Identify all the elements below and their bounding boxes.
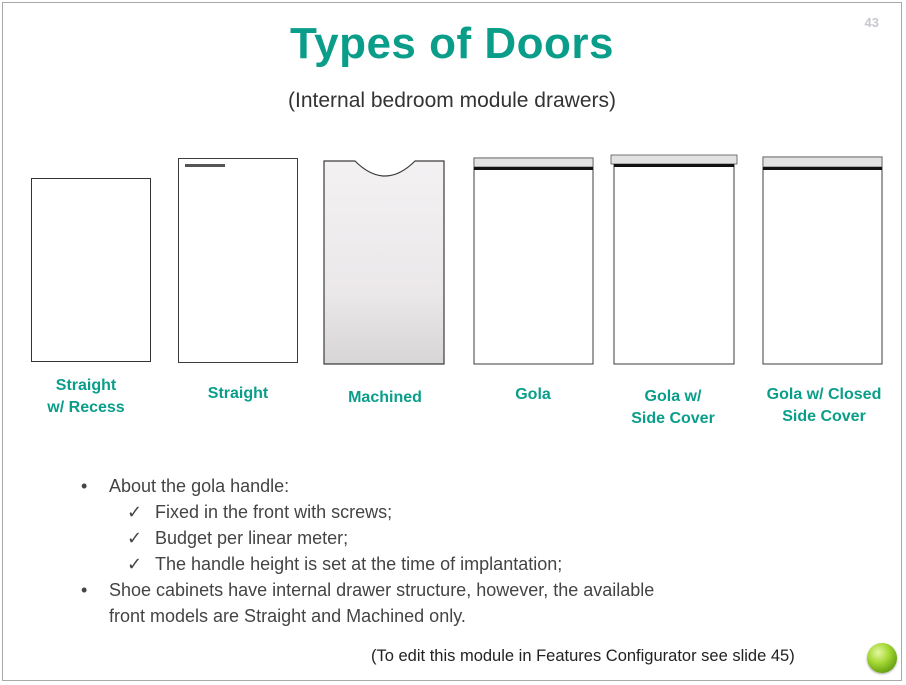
bullet-icon: •: [81, 476, 88, 496]
bullet-icon: •: [81, 580, 88, 600]
slide-subtitle: (Internal bedroom module drawers): [288, 89, 616, 112]
bullet-item-gola: • About the gola handle:: [81, 473, 654, 499]
configurator-note: (To edit this module in Features Configu…: [371, 647, 795, 665]
check-icon: ✓: [127, 554, 143, 574]
door-gola-side-cover-illustration: [610, 154, 738, 365]
door-label-straight-recess: Straight w/ Recess: [47, 377, 125, 416]
sub-bullet-item: ✓ Budget per linear meter;: [81, 525, 654, 551]
sub-bullet-item: ✓ Fixed in the front with screws;: [81, 499, 654, 525]
bullet-text: Shoe cabinets have internal drawer struc…: [109, 580, 655, 600]
check-icon: ✓: [127, 502, 143, 522]
door-straight-recess-illustration: [31, 178, 151, 362]
door-label-gola-closed-side-cover: Gola w/ Closed Side Cover: [766, 386, 882, 425]
door-gola-closed-side-cover-illustration: [762, 156, 883, 365]
door-label-machined: Machined: [348, 389, 422, 406]
door-straight-illustration: [178, 158, 298, 363]
bullet-text: About the gola handle:: [109, 476, 290, 496]
door-label-gola-side-cover: Gola w/ Side Cover: [631, 388, 715, 427]
bullet-text: front models are Straight and Machined o…: [109, 606, 466, 626]
slide-number: 43: [864, 15, 879, 30]
sub-bullet-text: Fixed in the front with screws;: [155, 502, 393, 522]
bullet-list: • About the gola handle: ✓ Fixed in the …: [81, 473, 654, 629]
door-handle-line: [185, 164, 225, 167]
door-machined-illustration: [323, 160, 445, 365]
door-label-gola: Gola: [515, 386, 551, 403]
sub-bullet-text: The handle height is set at the time of …: [155, 554, 563, 574]
slide-title: Types of Doors: [289, 19, 614, 68]
sub-bullet-item: ✓ The handle height is set at the time o…: [81, 551, 654, 577]
door-gola-illustration: [473, 157, 594, 365]
sub-bullet-text: Budget per linear meter;: [155, 528, 349, 548]
next-slide-button[interactable]: [867, 643, 897, 673]
check-icon: ✓: [127, 528, 143, 548]
door-label-straight: Straight: [207, 385, 269, 402]
bullet-item-shoe-cabinets-continued: front models are Straight and Machined o…: [81, 603, 654, 629]
bullet-item-shoe-cabinets: • Shoe cabinets have internal drawer str…: [81, 577, 654, 603]
